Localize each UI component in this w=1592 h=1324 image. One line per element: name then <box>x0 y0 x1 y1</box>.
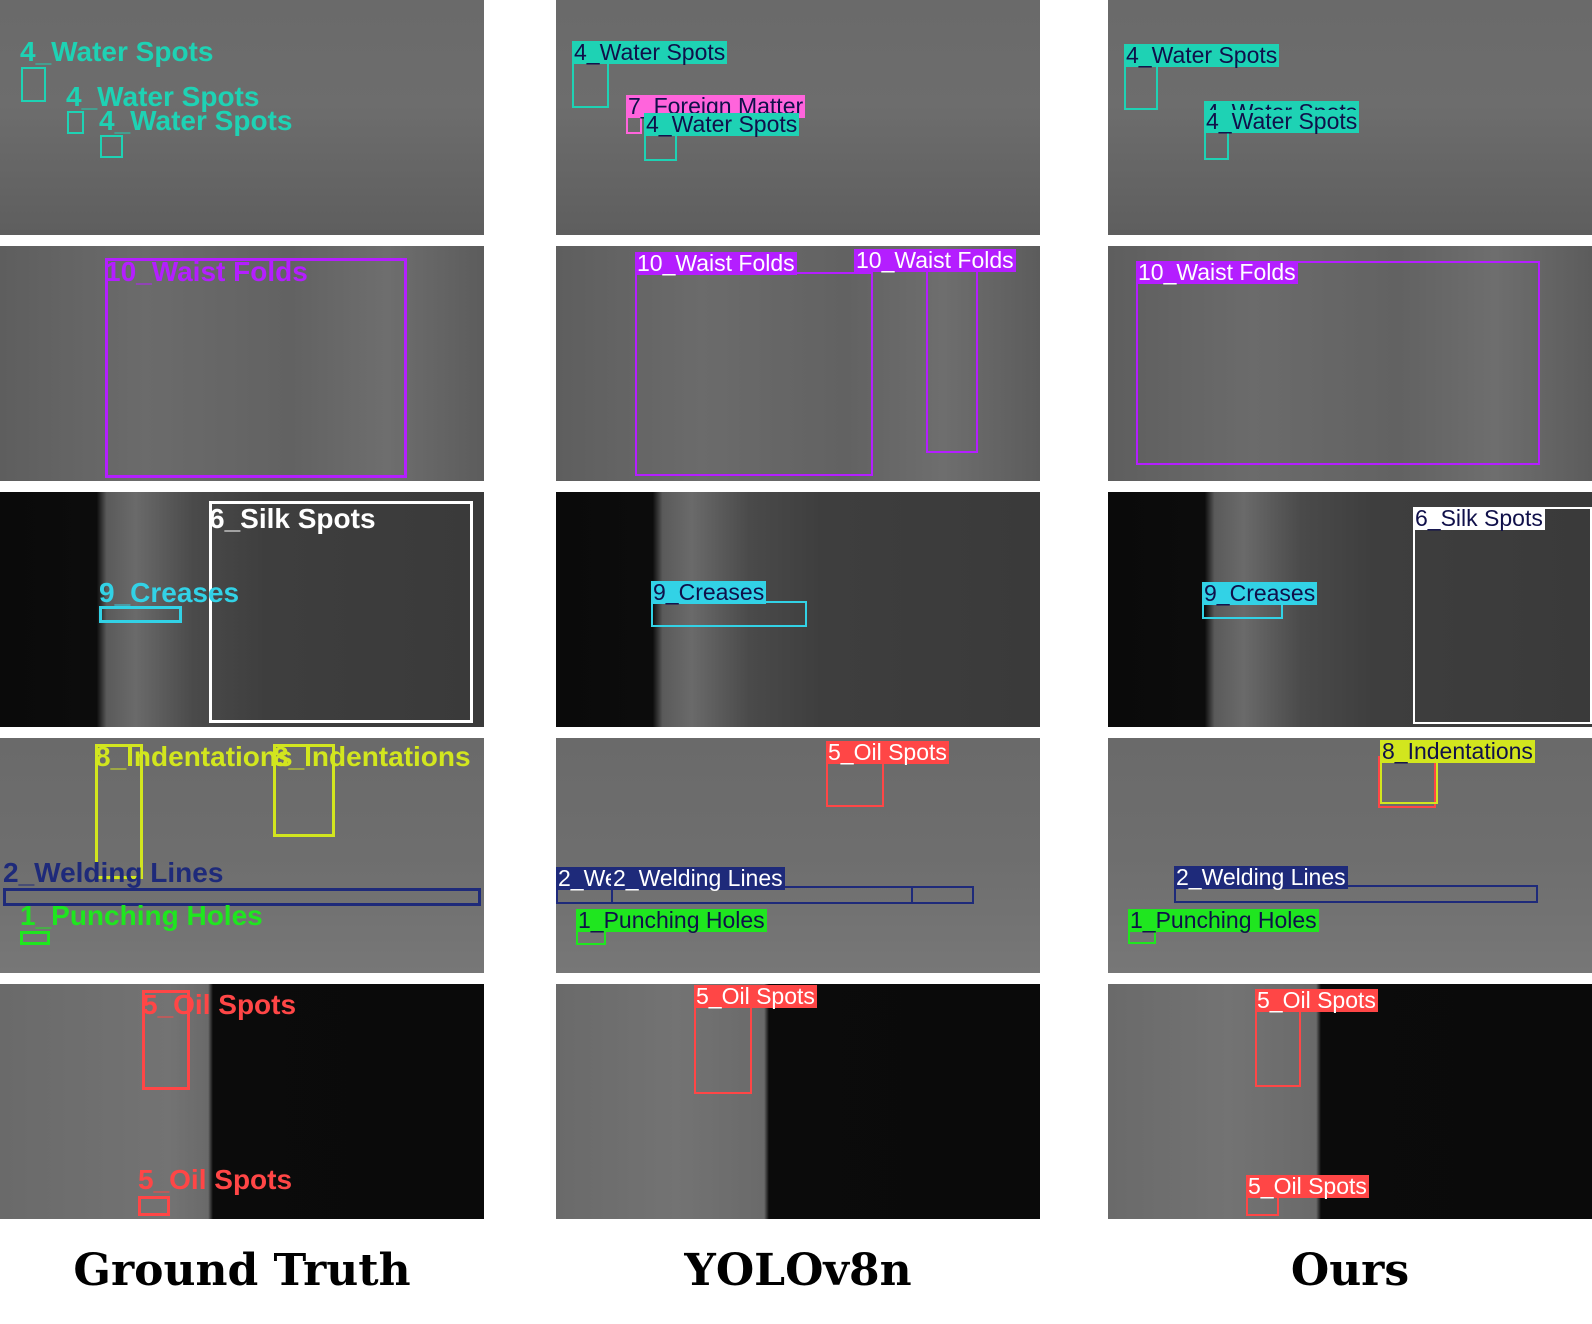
image-panel-gt-silk-creases: 6_Silk Spots 9_Creases <box>0 492 484 727</box>
detection-label: 2_Welding Lines <box>3 857 224 888</box>
detection-label: 10_Waist Folds <box>105 256 308 287</box>
detection-label: 5_Oil Spots <box>694 984 817 1009</box>
detection-label: 4_Water Spots <box>1204 108 1360 134</box>
column-title-ground-truth: Ground Truth <box>73 1245 411 1296</box>
detection-box <box>694 1002 752 1094</box>
image-panel-gt-oil-spots: 5_Oil Spots 5_Oil Spots <box>0 984 484 1219</box>
image-panel-gt-mixed: 8_Indentations 8_Indentations 2_Welding … <box>0 738 484 973</box>
detection-box <box>95 744 143 879</box>
detection-box <box>20 931 50 945</box>
detection-box <box>100 135 123 158</box>
detection-label: 10_Waist Folds <box>854 247 1016 273</box>
detection-label: 6_Silk Spots <box>1413 505 1545 531</box>
image-panel-ours-water-spots: 4_Water Spots 4_Water Spots 4_Water Spot… <box>1108 0 1592 235</box>
image-panel-gt-waist-folds: 10_Waist Folds <box>0 246 484 481</box>
detection-box <box>67 111 84 134</box>
detection-label: 10_Waist Folds <box>635 250 797 276</box>
detection-box <box>1413 507 1592 724</box>
image-panel-ours-mixed: 8_Indentations 2_Welding Lines 1_Punchin… <box>1108 738 1592 973</box>
detection-label: 7_Foreign Matter <box>626 93 806 119</box>
detection-box <box>1255 1000 1301 1087</box>
image-panel-yolo-water-spots: 4_Water Spots 7_Foreign Matter 4_Water S… <box>556 0 1040 235</box>
detection-box <box>926 270 978 453</box>
detection-box <box>21 67 46 102</box>
detection-label: 4_Water Spots <box>20 36 214 67</box>
detection-label: 2_We <box>556 865 620 891</box>
image-panel-ours-silk-creases: 6_Silk Spots 9_Creases <box>1108 492 1592 727</box>
detection-label: 1_Punching Holes <box>576 907 767 933</box>
detection-label: 4_Water Spots <box>572 39 728 65</box>
detection-box <box>99 606 182 623</box>
image-panel-yolo-oil-spots: 5_Oil Spots <box>556 984 1040 1219</box>
detection-box <box>273 744 335 837</box>
detection-label: 9_Creases <box>99 577 240 608</box>
detection-label: 6_Silk Spots <box>209 503 376 534</box>
image-panel-yolo-mixed: 5_Oil Spots 2_We 2_Welding Lines 1_Punch… <box>556 738 1040 973</box>
detection-box <box>1124 62 1158 110</box>
detection-label: 1_Punching Holes <box>20 900 263 931</box>
detection-label: 5_Oil Spots <box>1246 1173 1369 1199</box>
detection-label: 9_Creases <box>1202 580 1318 606</box>
detection-box <box>1136 261 1540 465</box>
detection-label: 4_Water Spots <box>99 105 293 136</box>
detection-label: 10_Waist Folds <box>1136 259 1298 285</box>
detection-label: 4_Water Spots <box>1124 42 1280 68</box>
detection-label: 8_Indentations <box>95 741 293 772</box>
detection-label: 1_Punching Holes <box>1128 907 1319 933</box>
detection-label: 9_Creases <box>651 579 767 605</box>
image-panel-yolo-silk-creases: 9_Creases <box>556 492 1040 727</box>
detection-box <box>138 1196 170 1216</box>
detection-box <box>142 990 190 1090</box>
detection-label: 5_Oil Spots <box>826 739 949 765</box>
detection-box <box>3 888 481 906</box>
detection-label: 4_Water Spots <box>66 81 260 112</box>
detection-box <box>105 258 407 478</box>
detection-label: 5_Oil Spots <box>138 1164 293 1195</box>
detection-box <box>209 501 473 723</box>
detection-box <box>635 272 873 476</box>
image-panel-ours-waist-folds: 10_Waist Folds <box>1108 246 1592 481</box>
detection-box <box>1174 885 1538 903</box>
image-panel-gt-water-spots: 4_Water Spots 4_Water Spots 4_Water Spot… <box>0 0 484 235</box>
detection-label: 2_Welding Lines <box>1174 864 1348 890</box>
column-title-yolov8n: YOLOv8n <box>684 1245 912 1296</box>
detection-label: 2_Welding Lines <box>611 865 785 891</box>
detection-label: 5_Oil Spots <box>1255 987 1378 1013</box>
detection-label: 4_Water Spots <box>644 111 800 137</box>
column-title-ours: Ours <box>1290 1245 1410 1296</box>
detection-box <box>826 758 884 807</box>
image-panel-yolo-waist-folds: 10_Waist Folds 10_Waist Folds <box>556 246 1040 481</box>
detection-label: 5_Oil Spots <box>142 989 297 1020</box>
detection-box <box>572 60 609 108</box>
image-panel-ours-oil-spots: 5_Oil Spots 5_Oil Spots <box>1108 984 1592 1219</box>
detection-label: 8_Indentations <box>273 741 471 772</box>
detection-label: 8_Indentations <box>1380 738 1535 764</box>
